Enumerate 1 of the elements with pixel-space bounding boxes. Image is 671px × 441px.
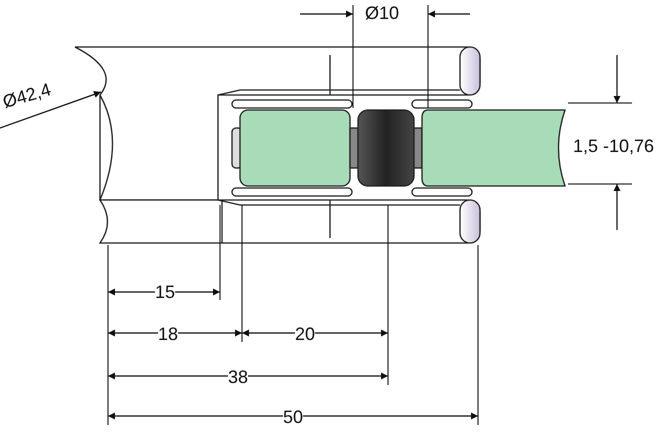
dimension-text: 1,5 -10,76 (573, 136, 654, 156)
